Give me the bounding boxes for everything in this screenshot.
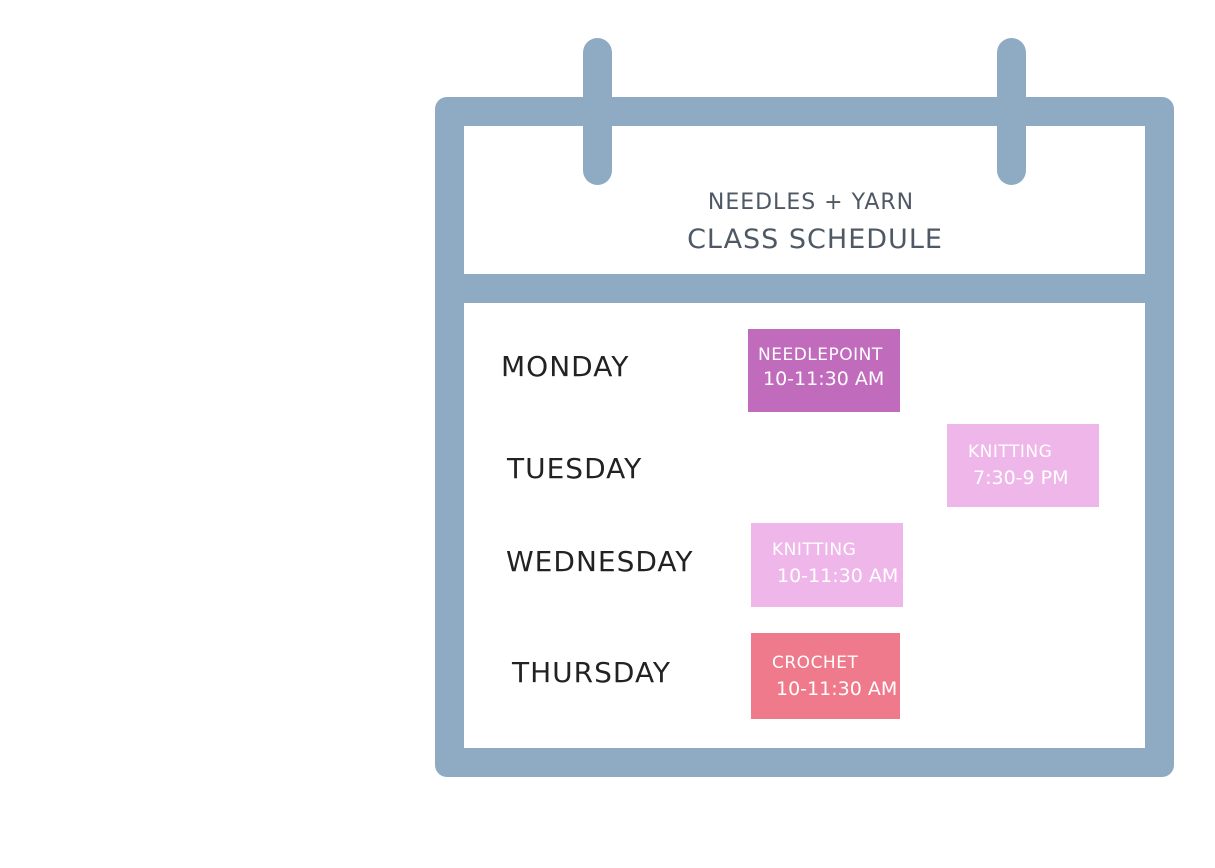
day-label-monday: MONDAY (501, 350, 630, 383)
class-block-tuesday: KNITTING 7:30-9 PM (947, 424, 1099, 507)
class-time: 10-11:30 AM (776, 678, 898, 700)
class-block-wednesday: KNITTING 10-11:30 AM (751, 523, 903, 607)
class-time: 10-11:30 AM (763, 368, 885, 390)
day-label-wednesday: WEDNESDAY (506, 545, 694, 578)
class-name: KNITTING (772, 540, 857, 560)
class-time: 10-11:30 AM (777, 565, 899, 587)
day-label-tuesday: TUESDAY (507, 452, 643, 485)
schedule-title: CLASS SCHEDULE (687, 224, 943, 255)
class-name: NEEDLEPOINT (758, 345, 883, 365)
class-name: CROCHET (772, 653, 859, 673)
class-name: KNITTING (968, 442, 1053, 462)
class-block-monday: NEEDLEPOINT 10-11:30 AM (748, 329, 900, 412)
schedule-subtitle: NEEDLES + YARN (707, 190, 915, 215)
calendar-ring-right (997, 38, 1026, 185)
class-time: 7:30-9 PM (973, 467, 1069, 489)
calendar-ring-left (583, 38, 612, 185)
calendar-header-panel (464, 126, 1145, 274)
day-label-thursday: THURSDAY (512, 656, 672, 689)
class-block-thursday: CROCHET 10-11:30 AM (751, 633, 900, 719)
